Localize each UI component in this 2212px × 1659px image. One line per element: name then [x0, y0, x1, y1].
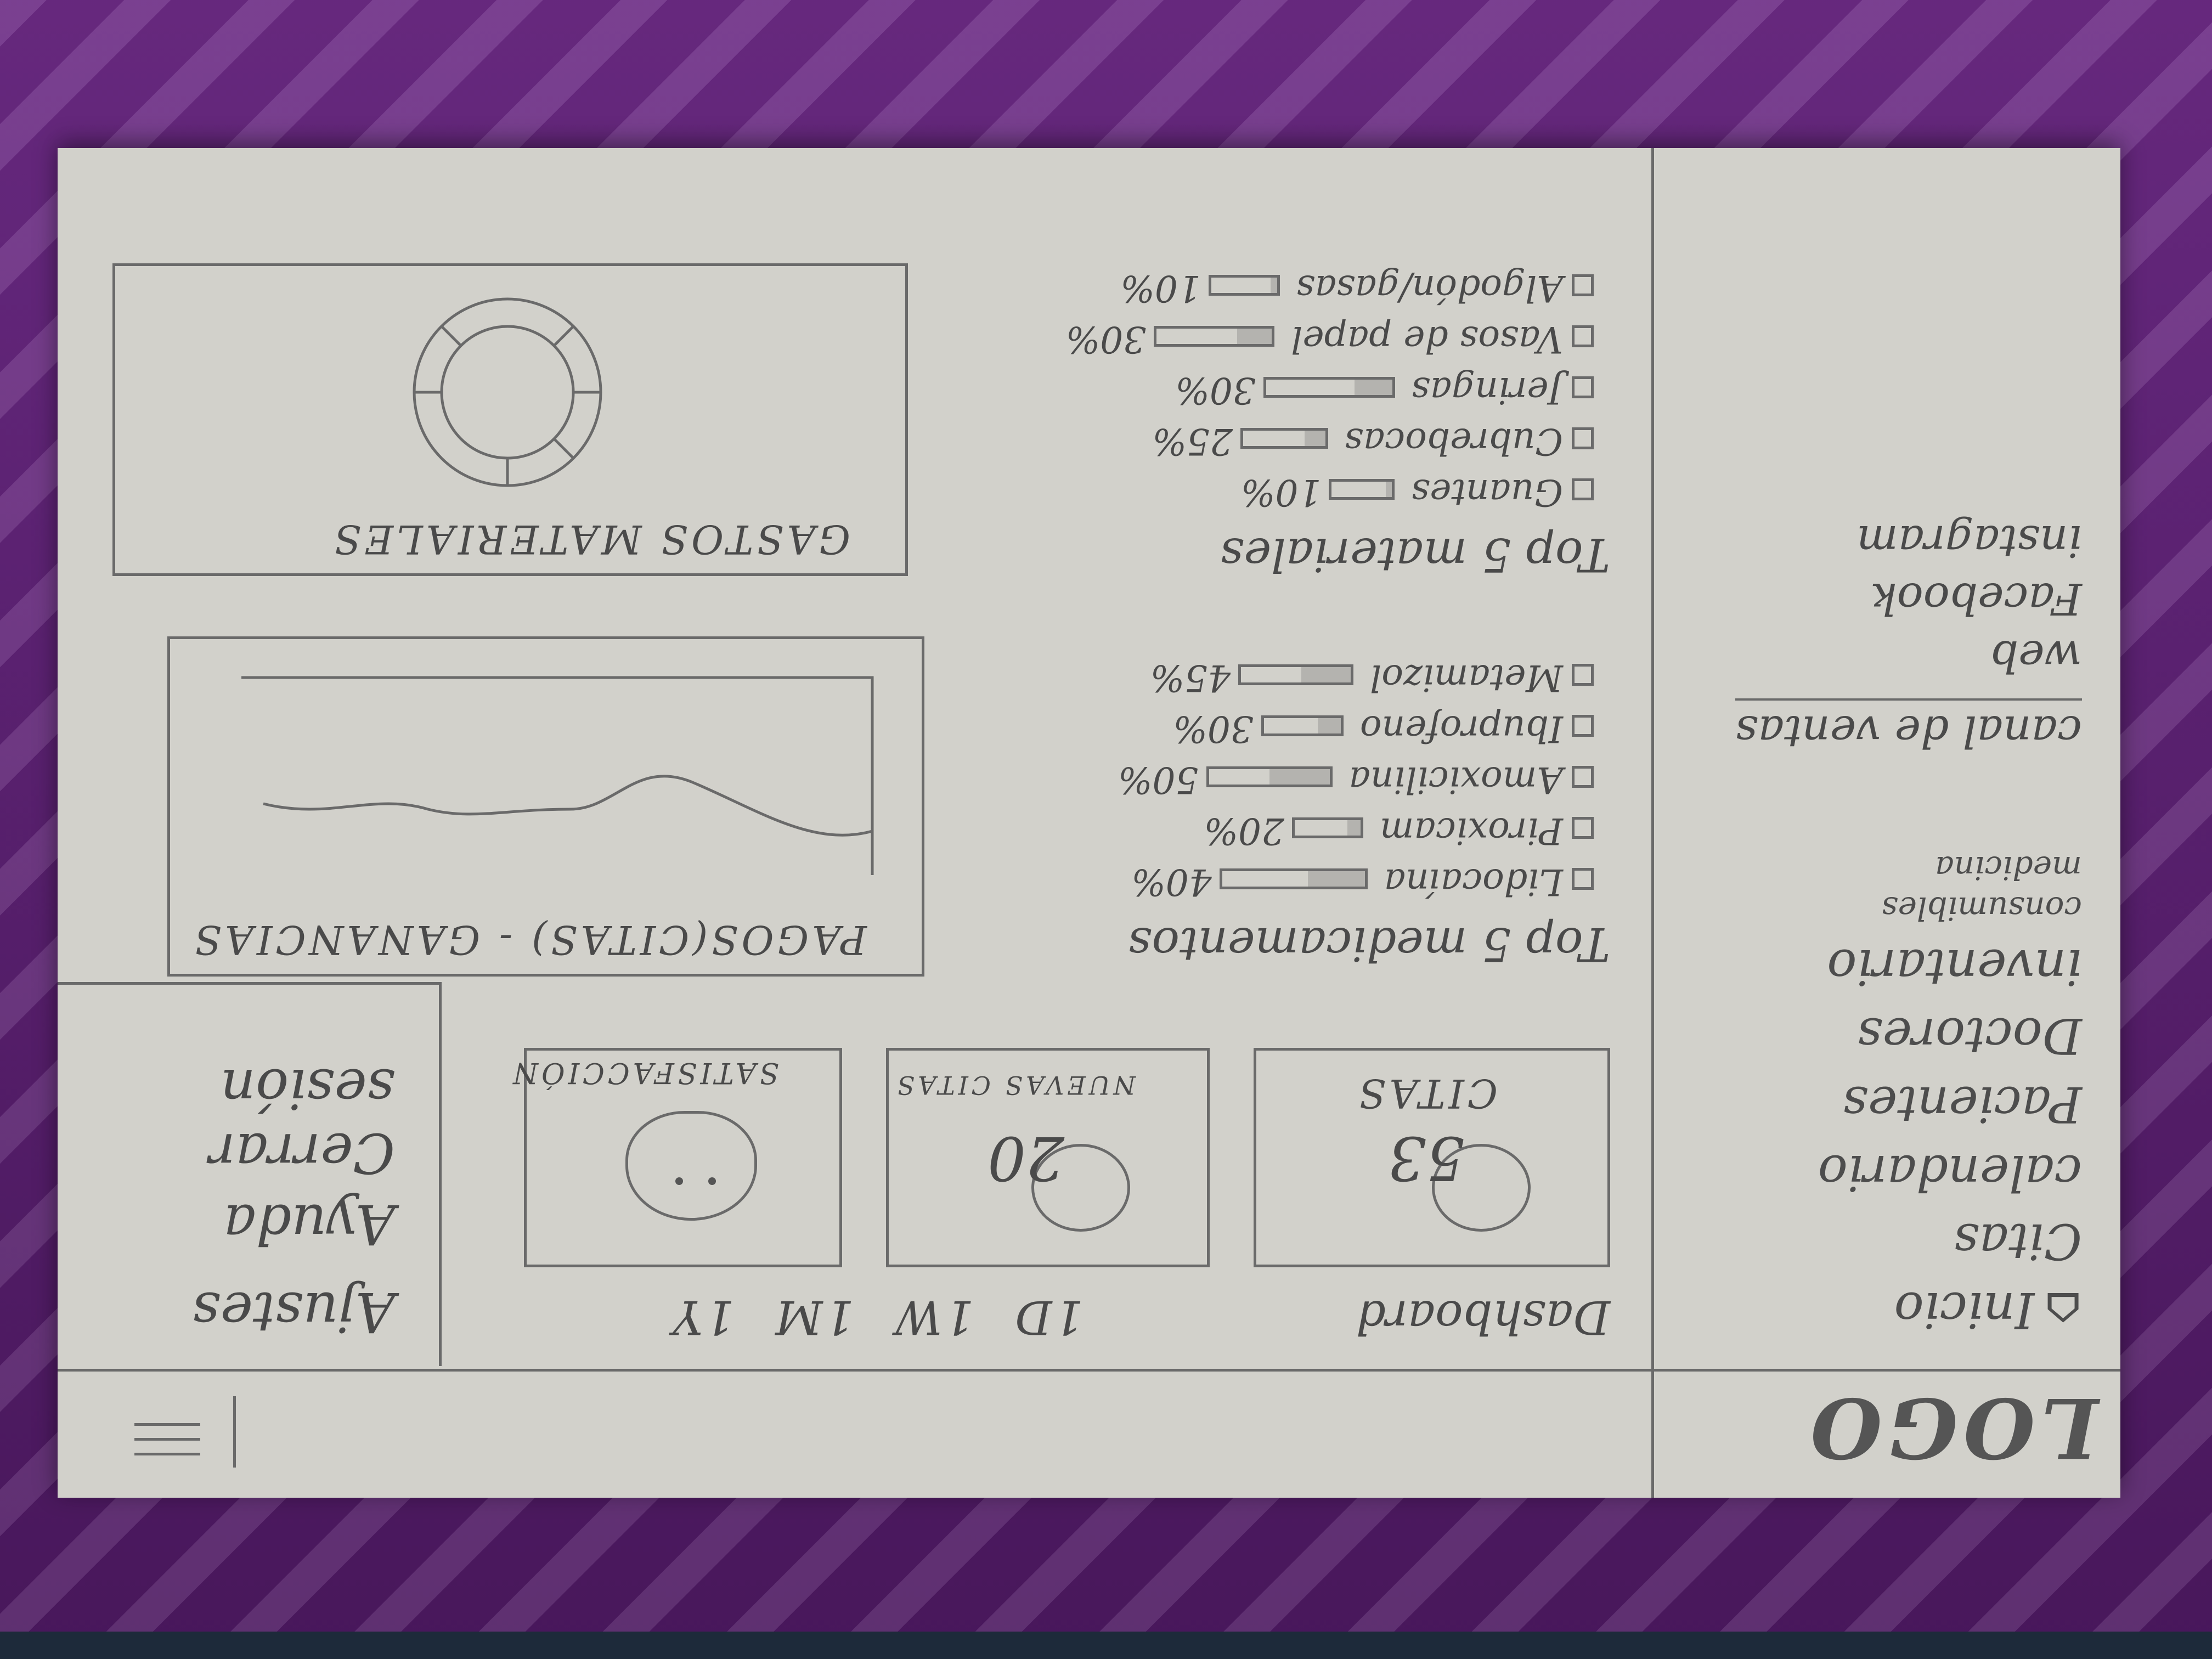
sales-channel-instagram[interactable]: instagram: [1856, 516, 2082, 567]
progress-bar: [1329, 479, 1395, 500]
logo-divider: [1651, 1372, 1654, 1498]
top-bar: LOGO: [58, 1369, 2120, 1498]
kpi-label: SATISFACCIÓN: [510, 1056, 779, 1089]
checkbox[interactable]: [1572, 427, 1594, 449]
sidebar: ⌂Inicio Citas calendario Pacientes Docto…: [1651, 148, 2120, 1372]
sidebar-item-citas[interactable]: Citas: [1954, 1212, 2082, 1270]
kpi-value: 20: [988, 1123, 1064, 1193]
smiley-face-icon: [625, 1111, 757, 1221]
menu-item-ayuda[interactable]: Ayuda: [223, 1192, 395, 1256]
materials-donut-chart: [413, 297, 602, 487]
range-1w[interactable]: 1W: [893, 1290, 974, 1344]
progress-bar: [1219, 868, 1368, 889]
checkbox[interactable]: [1572, 325, 1594, 347]
checkbox[interactable]: [1572, 868, 1594, 890]
progress-bar: [1238, 664, 1354, 685]
sidebar-item-inicio[interactable]: ⌂Inicio: [1894, 1281, 2082, 1339]
hamburger-menu-icon[interactable]: [118, 1396, 236, 1468]
sidebar-nav: ⌂Inicio Citas calendario Pacientes Docto…: [1818, 846, 2082, 1339]
sidebar-item-inventario[interactable]: inventario: [1827, 938, 2082, 996]
kpi-card-satisfaccion[interactable]: SATISFACCIÓN: [510, 1048, 842, 1267]
trend-line: [263, 775, 873, 837]
kpi-value: 53: [1388, 1123, 1465, 1193]
donut-slice-separators: [414, 325, 601, 486]
range-1m[interactable]: 1M: [773, 1290, 855, 1344]
top-materials-title: Top 5 materiales: [1220, 528, 1610, 582]
main-content: Dashboard 1D 1W 1M 1Y 53 CITAS 20 NUEVAS…: [58, 148, 1654, 1372]
range-1y[interactable]: 1Y: [670, 1290, 735, 1344]
checkbox[interactable]: [1572, 715, 1594, 737]
time-range-selector: 1D 1W 1M 1Y: [648, 1290, 1084, 1344]
sidebar-subitem-consumibles[interactable]: consumibles: [1881, 890, 2082, 927]
desk-edge: [0, 1632, 2212, 1659]
progress-bar: [1154, 326, 1275, 347]
page-title: Dashboard: [1356, 1290, 1610, 1344]
menu-item-cerrar-sesion[interactable]: Cerrar sesión: [209, 1057, 395, 1185]
sales-channel-web[interactable]: web: [1990, 631, 2082, 682]
checkbox[interactable]: [1572, 274, 1594, 296]
sidebar-subitem-medicina[interactable]: medicina: [1935, 849, 2082, 887]
sidebar-item-pacientes[interactable]: Pacientes: [1842, 1075, 2082, 1133]
kpi-card-citas[interactable]: 53 CITAS: [1254, 1048, 1610, 1267]
logo: LOGO: [1805, 1379, 2098, 1476]
kpi-card-nuevas-citas[interactable]: 20 NUEVAS CITAS: [886, 1048, 1210, 1267]
sidebar-item-calendario[interactable]: calendario: [1818, 1144, 2082, 1201]
sales-channel: canal de ventas web Facebook instagram: [1735, 509, 2082, 757]
sales-channel-title: canal de ventas: [1735, 698, 2082, 757]
checkbox[interactable]: [1572, 664, 1594, 686]
sales-channel-facebook[interactable]: Facebook: [1870, 573, 2082, 624]
progress-bar: [1206, 766, 1333, 787]
progress-bar: [1291, 817, 1363, 838]
axes: [241, 676, 874, 875]
progress-bar: [1240, 428, 1328, 449]
checkbox[interactable]: [1572, 478, 1594, 500]
top-meds-title: Top 5 medicamentos: [1128, 917, 1610, 971]
donut-inner-ring: [440, 325, 575, 460]
checkbox[interactable]: [1572, 376, 1594, 398]
checkbox[interactable]: [1572, 817, 1594, 839]
range-1d[interactable]: 1D: [1013, 1290, 1084, 1344]
menu-item-ajustes[interactable]: Ajustes: [192, 1280, 395, 1344]
kpi-label: CITAS: [1356, 1070, 1498, 1116]
progress-bar: [1261, 715, 1344, 736]
paper-sketch: LOGO ⌂Inicio Citas calendario Pacientes …: [58, 148, 2120, 1498]
progress-bar: [1208, 275, 1280, 296]
home-icon: ⌂: [2044, 1281, 2082, 1339]
payments-line-chart: [241, 676, 874, 875]
payments-chart-panel[interactable]: PAGOS(CITAS) - GANANCIAS: [167, 636, 924, 977]
user-menu: Ajustes Ayuda Cerrar sesión: [58, 982, 442, 1366]
sidebar-item-doctores[interactable]: Doctores: [1857, 1007, 2082, 1064]
checkbox[interactable]: [1572, 766, 1594, 788]
kpi-label: NUEVAS CITAS: [894, 1070, 1136, 1100]
materials-expense-panel[interactable]: GASTOS MATERIALES: [112, 263, 908, 576]
progress-bar: [1263, 377, 1395, 398]
